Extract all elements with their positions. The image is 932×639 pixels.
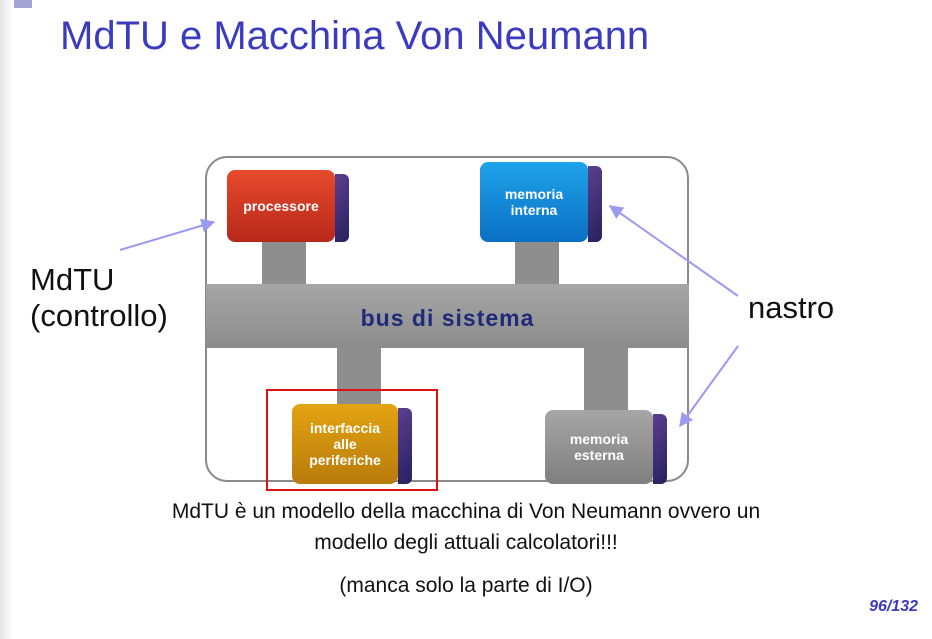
label-mdtu: MdTU (controllo) <box>30 262 168 334</box>
block-memoria-interna: memoria interna <box>480 162 602 242</box>
label-mdtu-line1: MdTU <box>30 262 115 297</box>
caption-line1: MdTU è un modello della macchina di Von … <box>171 500 761 523</box>
block-3d-side <box>653 414 667 484</box>
block-memoria-esterna: memoria esterna <box>545 410 667 484</box>
connector-processore <box>262 240 306 286</box>
block-label: processore <box>243 198 319 214</box>
label-nastro: nastro <box>748 290 835 325</box>
arrow-nastro-to-memoria-interna <box>608 205 739 297</box>
block-3d-side <box>398 408 412 484</box>
block-processore: processore <box>227 170 349 242</box>
block-label: memoria interna <box>504 186 564 218</box>
connector-interfaccia <box>337 346 381 406</box>
connector-memoria-esterna <box>584 346 628 412</box>
highlight-box-interfaccia <box>266 389 438 491</box>
arrow-nastro-to-memoria-esterna <box>679 345 739 428</box>
page-number: 96/132 <box>869 598 918 615</box>
caption-line2: modello degli attuali calcolatori!!! <box>314 531 618 554</box>
connector-memoria-interna <box>515 240 559 286</box>
label-mdtu-line2: (controllo) <box>30 298 168 333</box>
caption-line3: (manca solo la parte di I/O) <box>339 574 593 597</box>
block-label: interfaccia alle periferiche <box>309 420 381 468</box>
slide-title: MdTU e Macchina Von Neumann <box>60 14 650 58</box>
block-label: memoria esterna <box>569 431 629 463</box>
system-bus <box>206 284 689 348</box>
block-3d-side <box>335 174 349 242</box>
slide-left-band <box>0 0 14 639</box>
bus-label: bus di sistema <box>360 305 535 331</box>
slide-corner-marker <box>14 0 32 8</box>
block-3d-side <box>588 166 602 242</box>
block-interfaccia-periferiche: interfaccia alle periferiche <box>292 404 412 484</box>
arrow-mdtu-to-processore <box>119 218 216 251</box>
